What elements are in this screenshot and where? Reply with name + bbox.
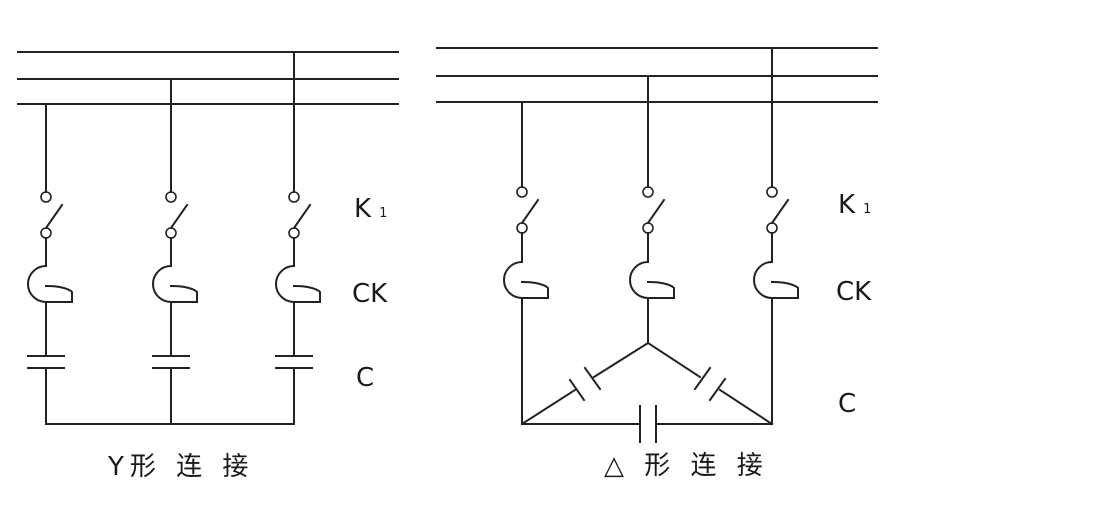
delta-diagram-title: △ 形 连 接 — [604, 451, 769, 481]
y-branch-2 — [152, 78, 198, 425]
y-branch-1 — [27, 103, 73, 425]
switch-blade — [520, 198, 540, 225]
reactor-ck-symbol — [275, 264, 321, 303]
switch-upper-contact — [642, 186, 654, 198]
switch-blade — [770, 198, 790, 225]
delta-wire — [646, 341, 702, 379]
switch-blade — [169, 203, 189, 230]
y-capacitor-label: C — [356, 363, 374, 393]
delta-capacitor-triangle — [520, 341, 774, 443]
y-reactor-label: CK — [352, 279, 388, 309]
reactor-ck-symbol — [503, 260, 549, 299]
delta-capacitor-label: C — [838, 389, 856, 419]
reactor-ck-symbol — [27, 264, 73, 303]
reactor-ck-symbol — [629, 260, 675, 299]
switch-lower-contact — [165, 227, 177, 239]
switch-blade — [44, 203, 64, 230]
delta-wire — [718, 388, 774, 426]
delta-wire — [592, 341, 650, 379]
switch-blade — [646, 198, 666, 225]
delta-branch-3 — [753, 47, 799, 425]
delta-branch-2 — [629, 75, 675, 344]
switch-lower-contact — [516, 222, 528, 234]
switch-lower-contact — [766, 222, 778, 234]
switch-lower-contact — [40, 227, 52, 239]
switch-upper-contact — [288, 191, 300, 203]
capacitor-plate — [693, 366, 712, 391]
y-diagram-title: Y形 连 接 — [107, 452, 254, 482]
switch-upper-contact — [516, 186, 528, 198]
reactor-ck-symbol — [753, 260, 799, 299]
switch-lower-contact — [288, 227, 300, 239]
delta-branch-1 — [503, 101, 549, 425]
delta-reactor-label: CK — [836, 277, 872, 307]
switch-upper-contact — [40, 191, 52, 203]
capacitor-plate — [568, 378, 586, 402]
switch-upper-contact — [165, 191, 177, 203]
y-branch-3 — [275, 51, 321, 425]
switch-upper-contact — [766, 186, 778, 198]
delta-wire — [520, 388, 577, 426]
y-busbars — [17, 51, 399, 105]
capacitor-plate — [583, 366, 602, 391]
switch-blade — [292, 203, 312, 230]
switch-lower-contact — [642, 222, 654, 234]
delta-busbars — [436, 47, 878, 103]
capacitor-plate — [708, 377, 727, 402]
reactor-ck-symbol — [152, 264, 198, 303]
